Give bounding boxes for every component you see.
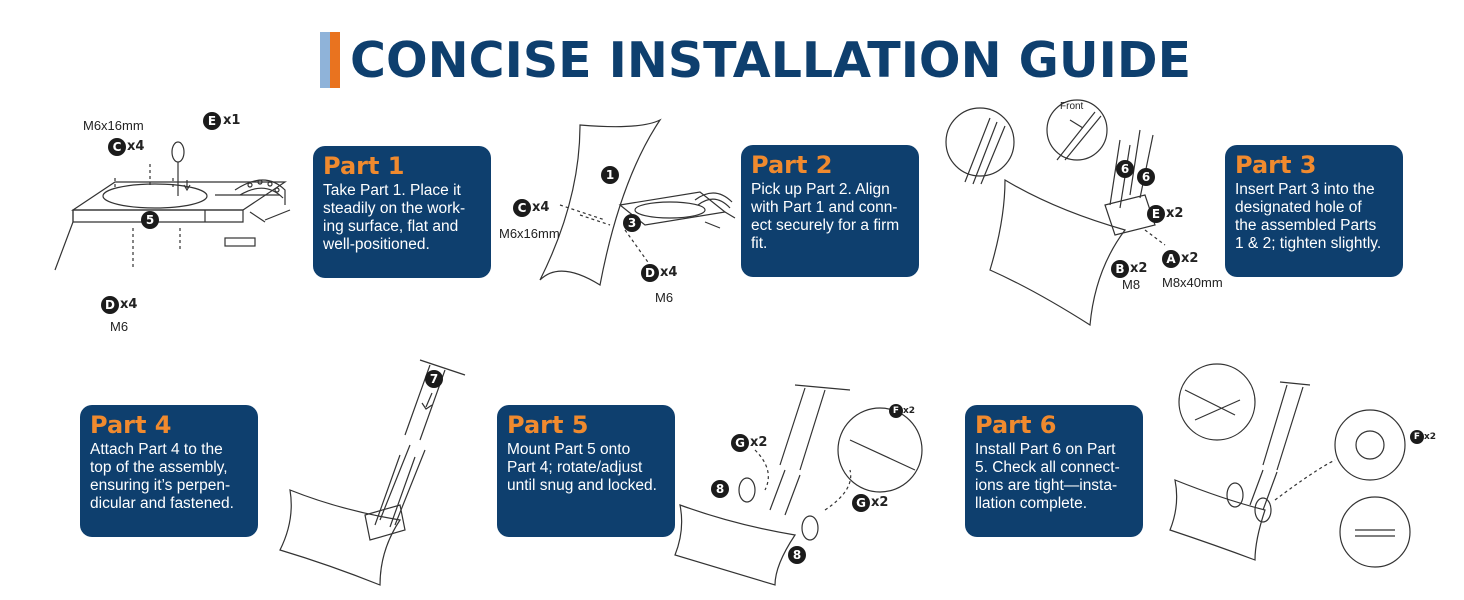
title-accent-blue xyxy=(320,32,330,88)
quantity-label: x4 xyxy=(127,139,145,154)
quantity-label: x4 xyxy=(120,297,138,312)
step-card-part-5: Part 5 Mount Part 5 onto Part 4; rotate/… xyxy=(497,405,675,537)
quantity-label: x2 xyxy=(1424,432,1437,442)
part-c-badge: C xyxy=(513,199,531,217)
step-number-badge: 1 xyxy=(601,166,619,184)
step-number-badge: 3 xyxy=(623,214,641,232)
part-e-badge: E xyxy=(203,112,221,130)
spec-label: M6x16mm xyxy=(499,226,560,241)
step-number-badge: 6 xyxy=(1137,168,1155,186)
step-card-part-1: Part 1 Take Part 1. Place it steadily on… xyxy=(313,146,491,278)
step-title: Part 6 xyxy=(975,411,1057,439)
quantity-label: x2 xyxy=(1130,261,1148,276)
quantity-label: x1 xyxy=(223,113,241,128)
step-description: Mount Part 5 onto Part 4; rotate/adjust … xyxy=(507,441,657,494)
quantity-label: x2 xyxy=(903,406,916,416)
diagram-part-4-illustration xyxy=(279,359,466,586)
spec-label: M8 xyxy=(1122,277,1141,292)
step-number-badge: 6 xyxy=(1116,160,1134,178)
step-title: Part 1 xyxy=(323,152,405,180)
step-card-part-2: Part 2 Pick up Part 2. Align with Part 1… xyxy=(741,145,919,277)
part-f-badge: F xyxy=(1410,430,1424,444)
quantity-label: x2 xyxy=(750,435,768,450)
part-d-badge: D xyxy=(641,264,659,282)
part-b-badge: B xyxy=(1111,260,1129,278)
step-description: Pick up Part 2. Align with Part 1 and co… xyxy=(751,181,900,252)
step-title: Part 3 xyxy=(1235,151,1317,179)
part-e-badge: E xyxy=(1147,205,1165,223)
title-accent-orange xyxy=(330,32,340,88)
diagram-part-2-illustration xyxy=(539,118,736,286)
quantity-label: x2 xyxy=(1166,206,1184,221)
diagram-part-1-illustration xyxy=(54,141,291,271)
quantity-label: x4 xyxy=(660,265,678,280)
step-title: Part 2 xyxy=(751,151,833,179)
part-g-badge: G xyxy=(852,494,870,512)
diagram-part-6-illustration xyxy=(1169,363,1411,568)
step-description: Take Part 1. Place it steadily on the wo… xyxy=(323,182,466,253)
orientation-label: Front xyxy=(1060,101,1084,112)
step-number-badge: 8 xyxy=(788,546,806,564)
part-g-badge: G xyxy=(731,434,749,452)
step-number-badge: 8 xyxy=(711,480,729,498)
spec-label: M8x40mm xyxy=(1162,275,1223,290)
part-c-badge: C xyxy=(108,138,126,156)
step-card-part-4: Part 4 Attach Part 4 to the top of the a… xyxy=(80,405,258,537)
page-header: CONCISE INSTALLATION GUIDE xyxy=(320,28,1191,92)
step-description: Install Part 6 on Part 5. Check all conn… xyxy=(975,441,1120,512)
spec-label: M6x16mm xyxy=(83,118,144,133)
step-description: Attach Part 4 to the top of the assembly… xyxy=(90,441,234,512)
step-number-badge: 5 xyxy=(141,211,159,229)
quantity-label: x2 xyxy=(871,495,889,510)
step-title: Part 5 xyxy=(507,411,589,439)
quantity-label: x4 xyxy=(532,200,550,215)
part-a-badge: A xyxy=(1162,250,1180,268)
spec-label: M6 xyxy=(655,290,674,305)
spec-label: M6 xyxy=(110,319,129,334)
quantity-label: x2 xyxy=(1181,251,1199,266)
diagram-part-3-illustration xyxy=(945,99,1170,327)
step-description: Insert Part 3 into the designated hole o… xyxy=(1235,181,1382,252)
step-number-badge: 7 xyxy=(425,370,443,388)
part-d-badge: D xyxy=(101,296,119,314)
page-title: CONCISE INSTALLATION GUIDE xyxy=(350,31,1192,89)
step-card-part-6: Part 6 Install Part 6 on Part 5. Check a… xyxy=(965,405,1143,537)
diagram-part-5-illustration xyxy=(674,384,923,586)
step-card-part-3: Part 3 Insert Part 3 into the designated… xyxy=(1225,145,1403,277)
part-f-badge: F xyxy=(889,404,903,418)
step-title: Part 4 xyxy=(90,411,172,439)
